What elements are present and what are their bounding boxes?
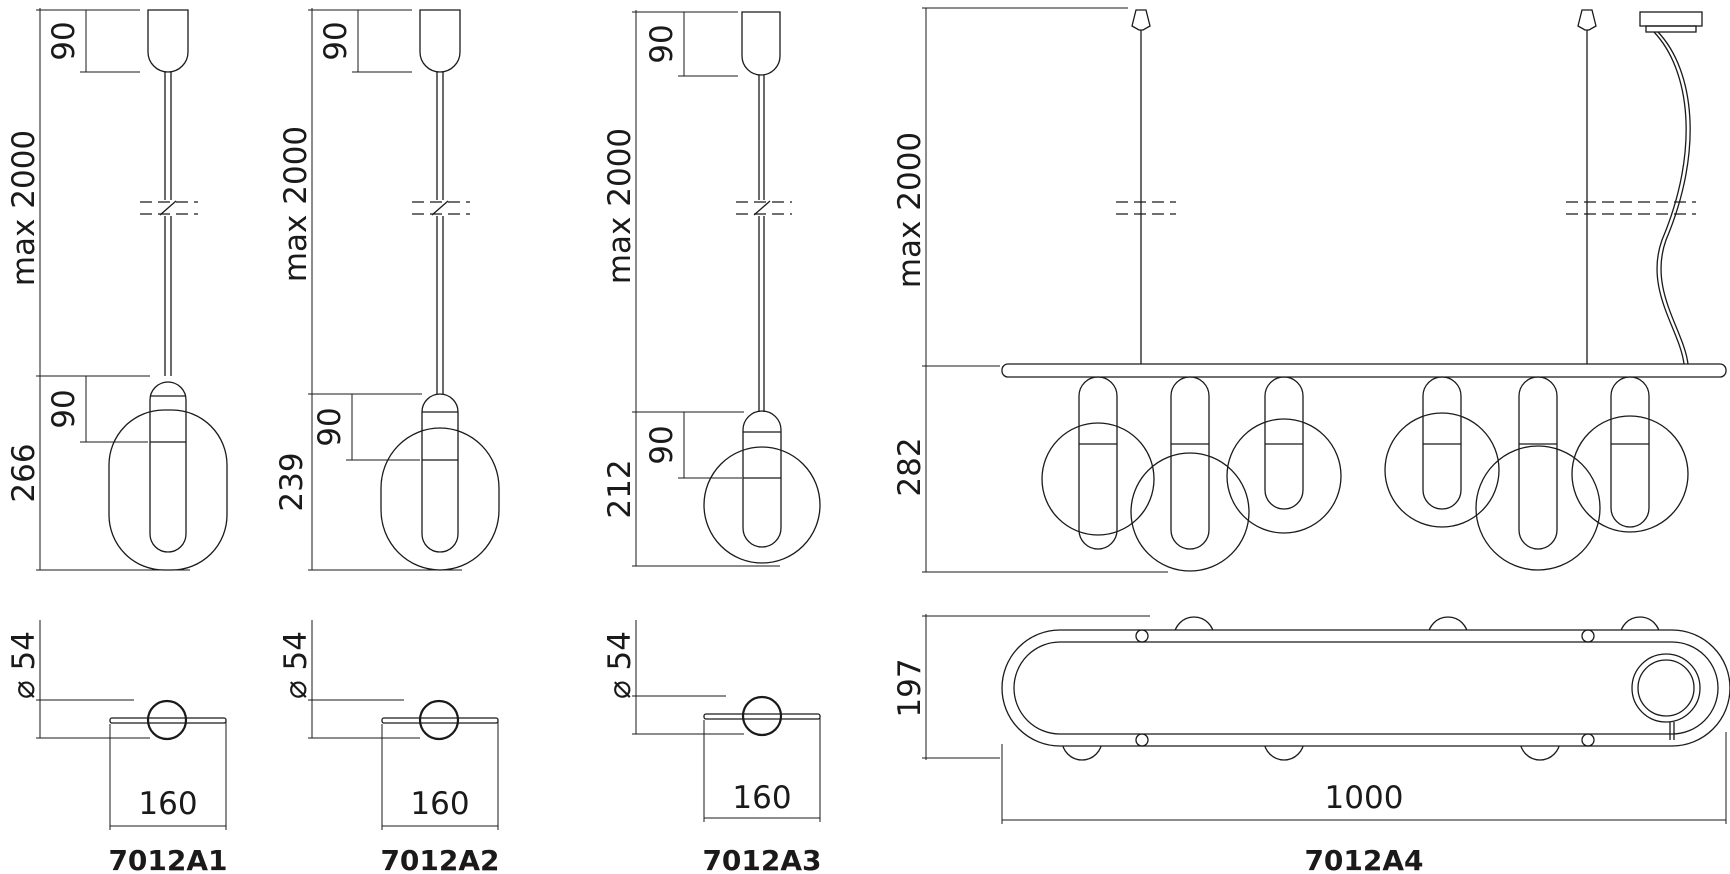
model-7012a2-canopy-height: 90 (318, 21, 354, 60)
model-7012a4-depth: 197 (892, 658, 928, 717)
model-7012a2-code: 7012A2 (380, 844, 499, 874)
model-7012a4-plan (922, 614, 1730, 824)
model-7012a3-fitting-height: 90 (644, 425, 680, 464)
model-7012a2-fitting-height: 90 (312, 407, 348, 446)
model-7012a1-fitting-height: 90 (46, 389, 82, 428)
model-7012a3-cable-length: max 2000 (602, 128, 638, 284)
model-7012a3-elevation (632, 10, 821, 567)
model-7012a2-diameter: ⌀ 54 (278, 631, 314, 699)
model-7012a3-body-height: 212 (602, 459, 638, 518)
model-7012a4-cable-length: max 2000 (892, 132, 928, 288)
model-7012a2-elevation (308, 8, 500, 571)
model-7012a2-body-height: 239 (274, 452, 310, 511)
model-7012a1-cable-length: max 2000 (6, 130, 42, 286)
model-7012a3-code: 7012A3 (702, 844, 821, 874)
model-7012a4-elevation (922, 7, 1727, 573)
model-7012a3-diameter: ⌀ 54 (602, 631, 638, 699)
model-7012a2-cable-length: max 2000 (278, 126, 314, 282)
model-7012a1-code: 7012A1 (108, 844, 227, 874)
model-7012a1-plan (36, 620, 227, 830)
model-7012a3-canopy-height: 90 (644, 24, 680, 63)
model-7012a3-width: 160 (732, 780, 791, 816)
model-7012a1-body-height: 266 (6, 443, 42, 502)
model-7012a4-body-height: 282 (892, 437, 928, 496)
model-7012a4-length: 1000 (1325, 780, 1404, 816)
model-7012a1-width: 160 (138, 786, 197, 822)
model-7012a2-width: 160 (410, 786, 469, 822)
model-7012a4-code: 7012A4 (1304, 844, 1423, 874)
model-7012a3-plan (632, 620, 821, 822)
model-7012a1-diameter: ⌀ 54 (6, 631, 42, 699)
model-7012a1-canopy-height: 90 (46, 21, 82, 60)
model-7012a2-plan (308, 620, 499, 830)
model-7012a1-elevation (36, 8, 228, 571)
